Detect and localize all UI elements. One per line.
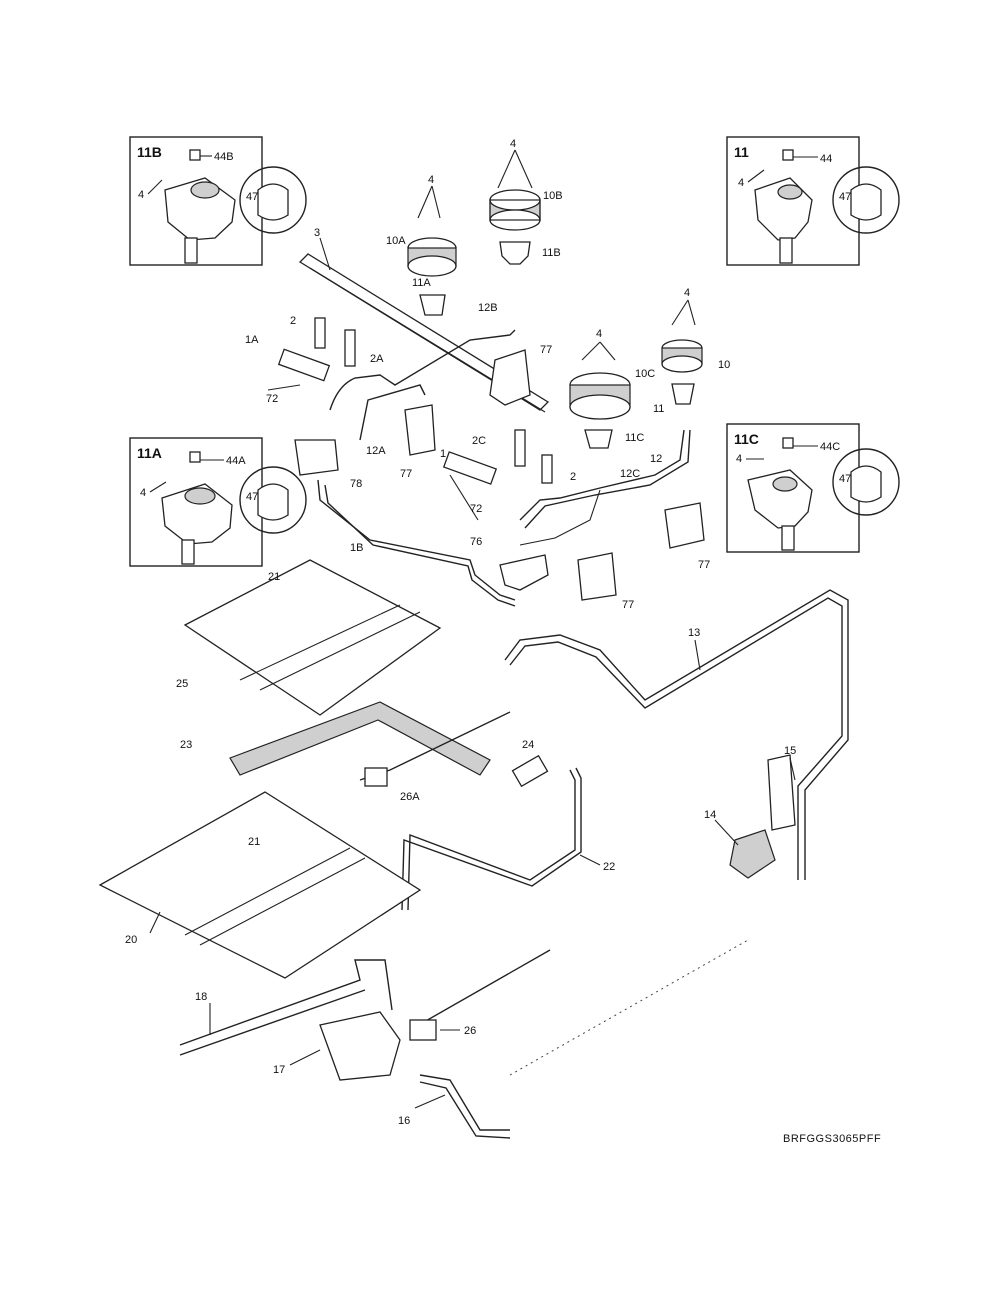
callout-1B: 1B xyxy=(350,542,363,554)
inset-11A-cap-label: 47 xyxy=(246,491,258,503)
callout-4-mid-center: 4 xyxy=(596,328,602,340)
callout-4-right: 4 xyxy=(684,287,690,299)
screw-icon xyxy=(782,437,794,449)
cap-icon xyxy=(850,183,882,221)
valve-1-icon xyxy=(442,451,498,485)
callout-10B: 10B xyxy=(543,190,563,202)
callout-10A: 10A xyxy=(386,235,406,247)
inset-11B-cap-label: 47 xyxy=(246,191,258,203)
callout-12: 12 xyxy=(650,453,662,465)
callout-10: 10 xyxy=(718,359,730,371)
callout-10C: 10C xyxy=(635,368,655,380)
callout-11: 11 xyxy=(653,403,664,415)
valve-1A-icon xyxy=(277,348,331,382)
callout-22: 22 xyxy=(603,861,615,873)
callout-21-bottom: 21 xyxy=(248,836,260,848)
callout-1: 1 xyxy=(440,448,446,460)
screw-icon xyxy=(189,149,201,161)
inset-11B-title: 11B xyxy=(137,144,162,160)
callout-72-left: 72 xyxy=(266,393,278,405)
callout-2A: 2A xyxy=(370,353,384,365)
callout-25: 25 xyxy=(176,678,188,690)
inset-11B-screw-label: 44B xyxy=(214,151,234,163)
inset-11B-small-screw-label: 4 xyxy=(138,189,144,201)
inset-11C-cap-label: 47 xyxy=(839,473,851,485)
callout-23: 23 xyxy=(180,739,192,751)
callout-20: 20 xyxy=(125,934,137,946)
cap-icon xyxy=(257,183,289,221)
callout-72-right: 72 xyxy=(470,503,482,515)
callout-12A: 12A xyxy=(366,445,386,457)
inset-11-screw-label: 44 xyxy=(820,153,832,165)
callout-4-top-center: 4 xyxy=(510,138,516,150)
inset-11-small-screw-label: 4 xyxy=(738,177,744,189)
callout-3: 3 xyxy=(314,227,320,239)
callout-77-bottom: 77 xyxy=(622,599,634,611)
callout-26: 26 xyxy=(464,1025,476,1037)
cap-icon xyxy=(257,483,289,521)
callout-17: 17 xyxy=(273,1064,285,1076)
callout-1A: 1A xyxy=(245,334,259,346)
callout-18: 18 xyxy=(195,991,207,1003)
inset-11C-title: 11C xyxy=(734,431,759,447)
callout-2-left: 2 xyxy=(290,315,296,327)
callout-26A: 26A xyxy=(400,791,420,803)
cap-icon xyxy=(850,465,882,503)
screw-icon xyxy=(189,451,201,463)
callout-labels: 4 10B 11B 4 10A 11A 3 12B 2 1A 2A 72 77 … xyxy=(125,138,796,1127)
inset-11C-small-screw-label: 4 xyxy=(736,453,742,465)
callout-11B: 11B xyxy=(542,247,561,259)
callout-13: 13 xyxy=(688,627,700,639)
callout-77-top: 77 xyxy=(540,344,552,356)
lower-assembly xyxy=(98,559,849,1139)
callout-24: 24 xyxy=(522,739,534,751)
inset-11A: 11A 44A 4 47 xyxy=(129,437,307,567)
callout-11A: 11A xyxy=(412,277,431,289)
callout-77-mid: 77 xyxy=(400,468,412,480)
burner-assembly xyxy=(277,189,705,607)
callout-78: 78 xyxy=(350,478,362,490)
inset-11C: 11C 44C 4 47 xyxy=(726,423,900,553)
inset-11B: 11B 44B 4 47 xyxy=(129,136,307,266)
callout-77-right: 77 xyxy=(698,559,710,571)
callout-11C: 11C xyxy=(625,432,644,444)
callout-16: 16 xyxy=(398,1115,410,1127)
inset-11-cap-label: 47 xyxy=(839,191,851,203)
callout-4-left-center: 4 xyxy=(428,174,434,186)
inset-11A-screw-label: 44A xyxy=(226,455,246,467)
inset-11A-title: 11A xyxy=(137,445,162,461)
callout-14: 14 xyxy=(704,809,716,821)
regulator-icon xyxy=(729,829,776,879)
drawing-code: BRFGGS3065PFF xyxy=(783,1133,881,1145)
callout-2C: 2C xyxy=(472,435,486,447)
inset-11A-small-screw-label: 4 xyxy=(140,487,146,499)
screw-icon xyxy=(782,149,794,161)
callout-12B: 12B xyxy=(478,302,498,314)
callout-76: 76 xyxy=(470,536,482,548)
leader-lines xyxy=(149,149,796,1109)
inset-11-title: 11 xyxy=(734,144,749,160)
callout-21-top: 21 xyxy=(268,571,280,583)
inset-11C-screw-label: 44C xyxy=(820,441,840,453)
callout-2-right: 2 xyxy=(570,471,576,483)
callout-12C: 12C xyxy=(620,468,640,480)
callout-15: 15 xyxy=(784,745,796,757)
inset-11: 11 44 4 47 xyxy=(726,136,900,266)
